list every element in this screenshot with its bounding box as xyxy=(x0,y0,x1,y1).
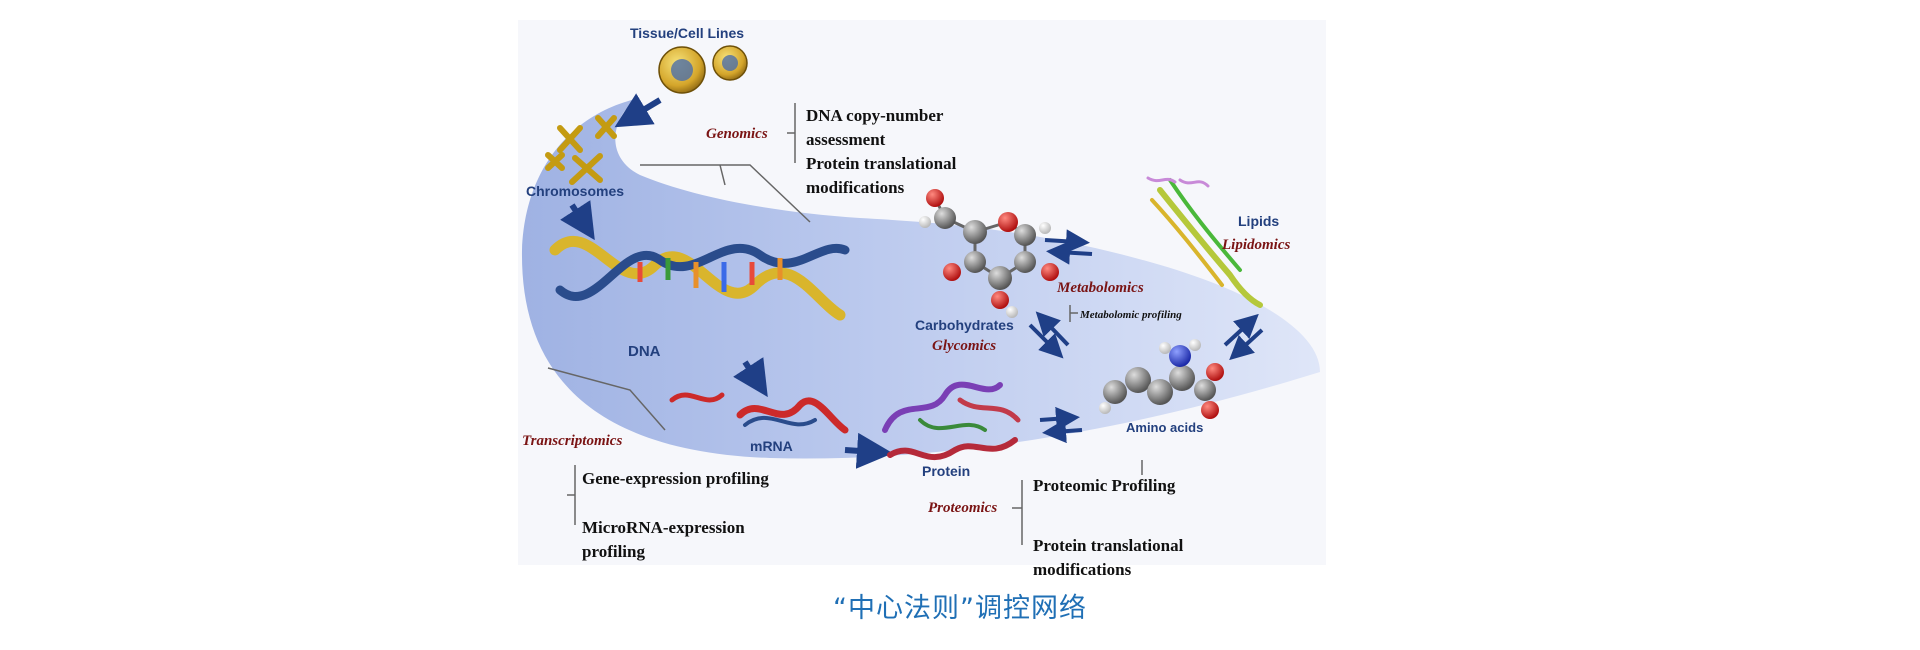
lipids-label: Lipids xyxy=(1238,213,1279,229)
genomics-label: Genomics xyxy=(706,126,768,142)
carbohydrate-molecule-icon xyxy=(919,189,1059,318)
genomics-detail-1: DNA copy-number xyxy=(806,106,944,125)
proteomics-label: Proteomics xyxy=(928,500,997,516)
transcriptomics-label: Transcriptomics xyxy=(522,433,622,449)
chromosome-icon xyxy=(545,115,617,185)
cell-icon xyxy=(658,45,748,94)
metabolomics-detail-1: Metabolomic profiling xyxy=(1079,309,1182,321)
transcriptomics-detail-3: profiling xyxy=(582,542,645,561)
protein-label: Protein xyxy=(922,463,970,479)
arrow-tissue-chromosomes xyxy=(614,93,662,128)
proteomics-detail-3: modifications xyxy=(1033,560,1132,579)
tissue-label: Tissue/Cell Lines xyxy=(630,25,744,41)
dna-label: DNA xyxy=(628,343,661,360)
pathway-band xyxy=(521,98,1320,459)
arrow-dna-mrna xyxy=(733,357,768,398)
proteomics-detail-1: Proteomic Profiling xyxy=(1033,476,1176,495)
arrow-chromosomes-dna xyxy=(560,200,595,241)
metabolomics-label: Metabolomics xyxy=(1056,280,1144,296)
amino-acid-molecule-icon xyxy=(1099,339,1224,419)
transcriptomics-detail-1: Gene-expression profiling xyxy=(582,469,769,488)
protein-ribbon-icon xyxy=(882,381,1021,461)
mrna-icon xyxy=(669,392,849,434)
arrow-mrna-protein xyxy=(844,432,893,469)
lipid-molecule-icon xyxy=(1146,176,1263,308)
lipidomics-label: Lipidomics xyxy=(1221,237,1290,253)
bracket-lines xyxy=(547,103,1143,545)
equilibrium-arrows xyxy=(1028,229,1264,444)
diagram-caption: “中心法则”调控网络 xyxy=(833,593,1087,624)
genomics-detail-3: Protein translational xyxy=(806,154,957,173)
carbohydrates-label: Carbohydrates xyxy=(915,317,1014,333)
proteomics-detail-2: Protein translational xyxy=(1033,536,1184,555)
transcriptomics-detail-2: MicroRNA-expression xyxy=(582,518,745,537)
mrna-label: mRNA xyxy=(750,438,793,454)
genomics-detail-4: modifications xyxy=(806,178,905,197)
genomics-detail-2: assessment xyxy=(806,130,886,149)
chromosomes-label: Chromosomes xyxy=(526,183,624,199)
dna-helix-icon xyxy=(549,236,850,321)
glycomics-label: Glycomics xyxy=(932,338,996,354)
amino-acids-label: Amino acids xyxy=(1126,420,1203,435)
